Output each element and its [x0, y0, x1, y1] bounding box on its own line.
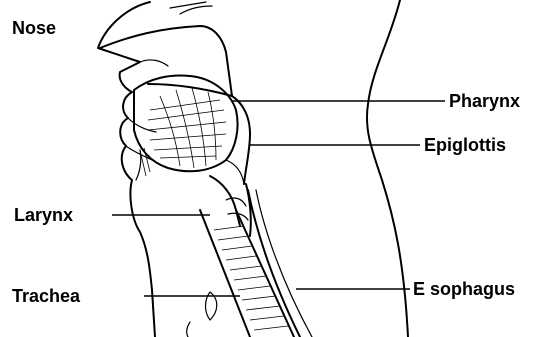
trachea-label: Trachea — [12, 286, 81, 306]
esophagus-label: E sophagus — [413, 279, 515, 299]
pharynx-label: Pharynx — [449, 91, 520, 111]
larynx-label: Larynx — [14, 205, 73, 225]
oral-pharynx-region — [134, 76, 250, 184]
nose-label: Nose — [12, 18, 56, 38]
epiglottis-label: Epiglottis — [424, 135, 506, 155]
spine-detail — [187, 292, 217, 337]
head-profile-outline — [98, 2, 168, 337]
esophagus-tube — [248, 190, 312, 337]
neck-back-outline — [367, 0, 408, 337]
trachea-tube — [200, 210, 294, 337]
